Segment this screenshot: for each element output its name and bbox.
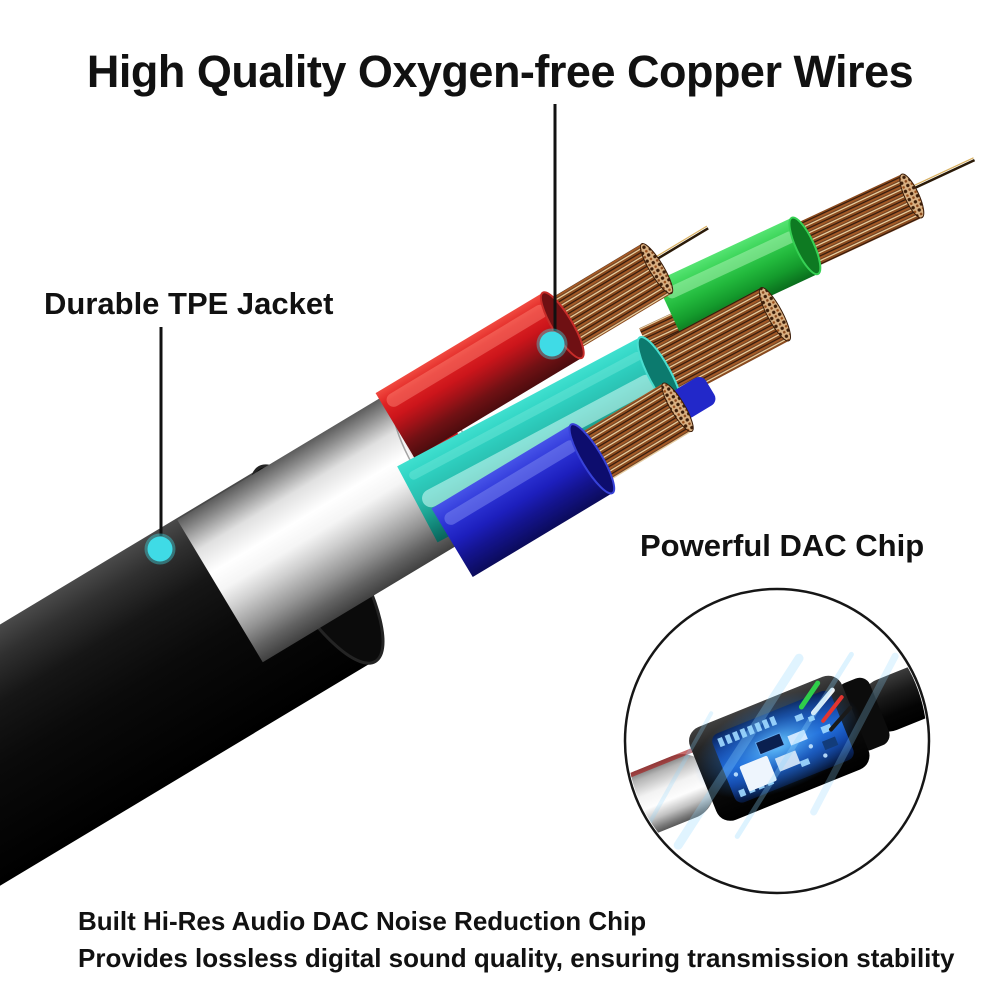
internal-black-wire	[829, 705, 853, 732]
usbc-tip-top-lining	[627, 747, 695, 782]
internal-white-wire	[811, 687, 835, 716]
footer-line-2: Provides lossless digital sound quality,…	[78, 943, 955, 973]
dac-label: Powerful DAC Chip	[640, 528, 924, 563]
copper-strand-ends	[899, 173, 925, 219]
inset-cable	[860, 626, 927, 732]
blue-gloss	[444, 440, 577, 525]
copper-strands	[577, 383, 692, 483]
jacket-label: Durable TPE Jacket	[44, 286, 333, 321]
inset-circle-outline	[623, 587, 931, 895]
gold-pin-highlight	[906, 157, 974, 190]
shield-body	[177, 385, 486, 663]
title: High Quality Oxygen-free Copper Wires	[87, 46, 913, 97]
pcb-dark-chip	[821, 736, 839, 751]
blue-cut-end	[568, 423, 616, 495]
blue-wire	[431, 376, 716, 578]
copper-callout-dot	[539, 331, 565, 357]
red-gloss	[386, 304, 548, 407]
jacket-callout-dot	[147, 536, 173, 562]
xray-light-streaks	[640, 651, 899, 850]
copper-strands	[792, 174, 922, 269]
red-wire	[375, 225, 709, 459]
pcb-components	[717, 713, 833, 798]
gold-pin-wire	[650, 227, 709, 264]
teal-gloss-upper	[409, 351, 642, 480]
copper-strand-ends	[639, 243, 674, 295]
footer-line-1: Built Hi-Res Audio DAC Noise Reduction C…	[78, 906, 646, 936]
pcb-white-pad	[739, 755, 777, 792]
usbc-connector	[627, 626, 927, 850]
dac-inset	[623, 587, 931, 895]
green-wire	[655, 157, 976, 338]
teal-gloss	[422, 374, 656, 508]
dac-chip	[754, 732, 786, 756]
blue-insulation	[431, 424, 613, 578]
pcb-capacitor	[787, 729, 808, 746]
usbc-tip-slot	[627, 792, 636, 827]
gold-pin-highlight	[649, 225, 708, 262]
internal-green-wire	[798, 680, 821, 710]
internal-red-wire	[821, 695, 844, 723]
copper-strand-ends	[661, 382, 694, 433]
green-cut-end	[788, 216, 822, 276]
green-gloss	[666, 231, 796, 299]
copper-strands	[646, 287, 790, 402]
red-insulation	[375, 292, 582, 459]
pcb-pad-2	[774, 750, 801, 772]
jacket-body	[0, 468, 375, 1000]
gold-pin-wire	[906, 158, 976, 193]
inset-strain-relief	[837, 677, 890, 751]
copper-strands	[547, 243, 672, 351]
copper-strand-ends	[758, 287, 791, 342]
